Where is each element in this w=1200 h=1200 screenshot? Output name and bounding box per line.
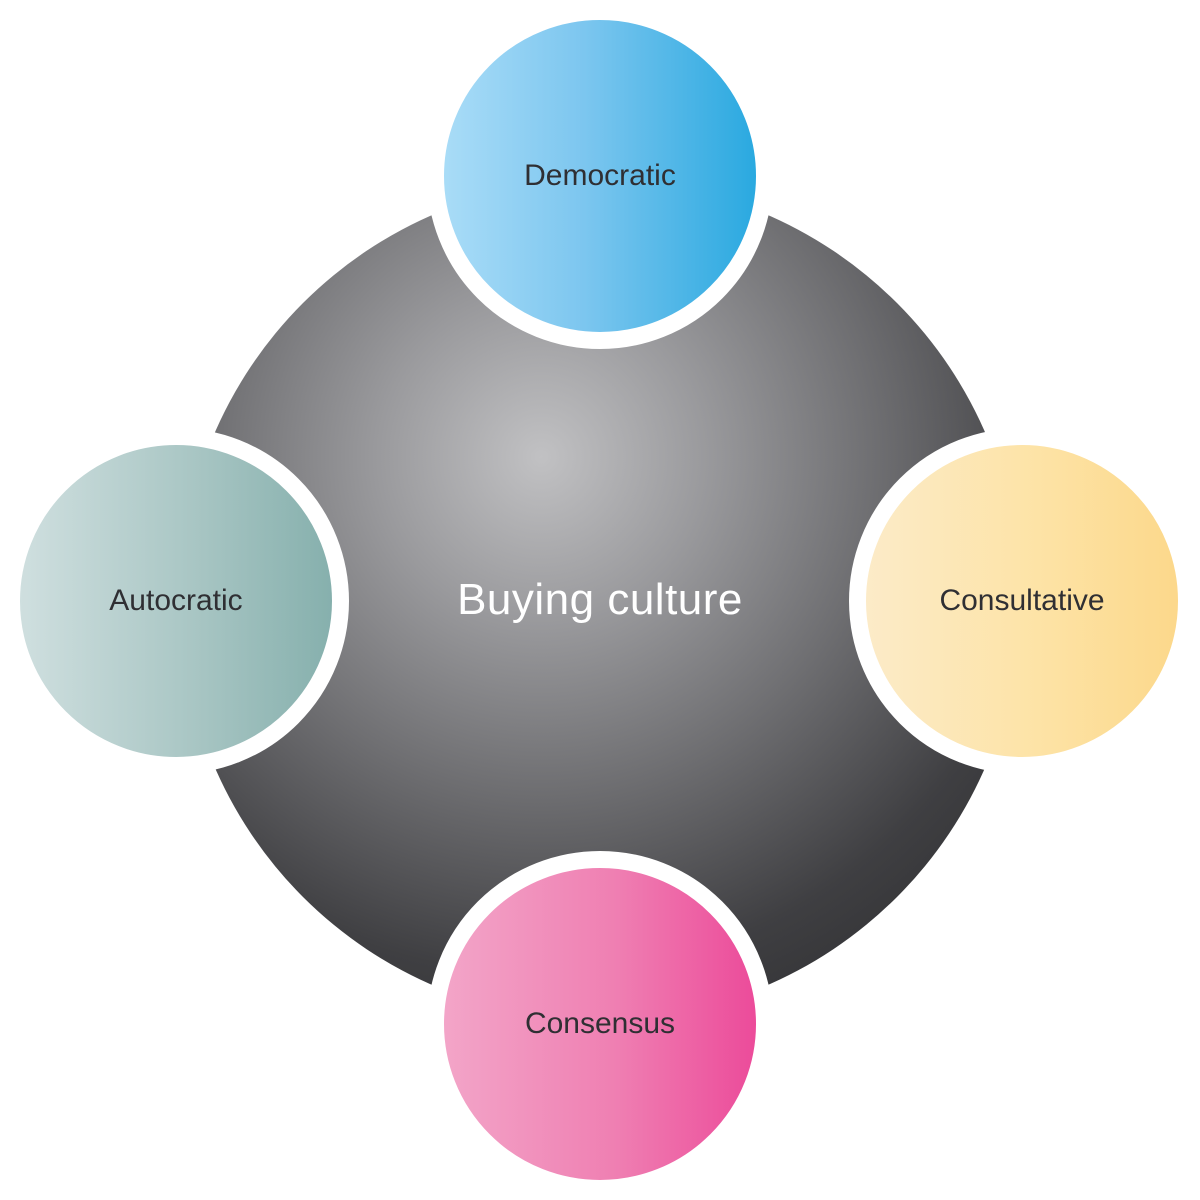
node-democratic-label: Democratic — [524, 159, 676, 192]
node-autocratic: Autocratic — [3, 428, 349, 774]
node-consensus-label: Consensus — [524, 1007, 676, 1040]
center-label: Buying culture — [457, 575, 743, 624]
node-consultative-label: Consultative — [939, 584, 1105, 617]
node-democratic: Democratic — [427, 3, 773, 349]
node-autocratic-label: Autocratic — [109, 584, 243, 617]
node-consultative: Consultative — [849, 428, 1195, 774]
node-consensus: Consensus — [427, 851, 773, 1197]
